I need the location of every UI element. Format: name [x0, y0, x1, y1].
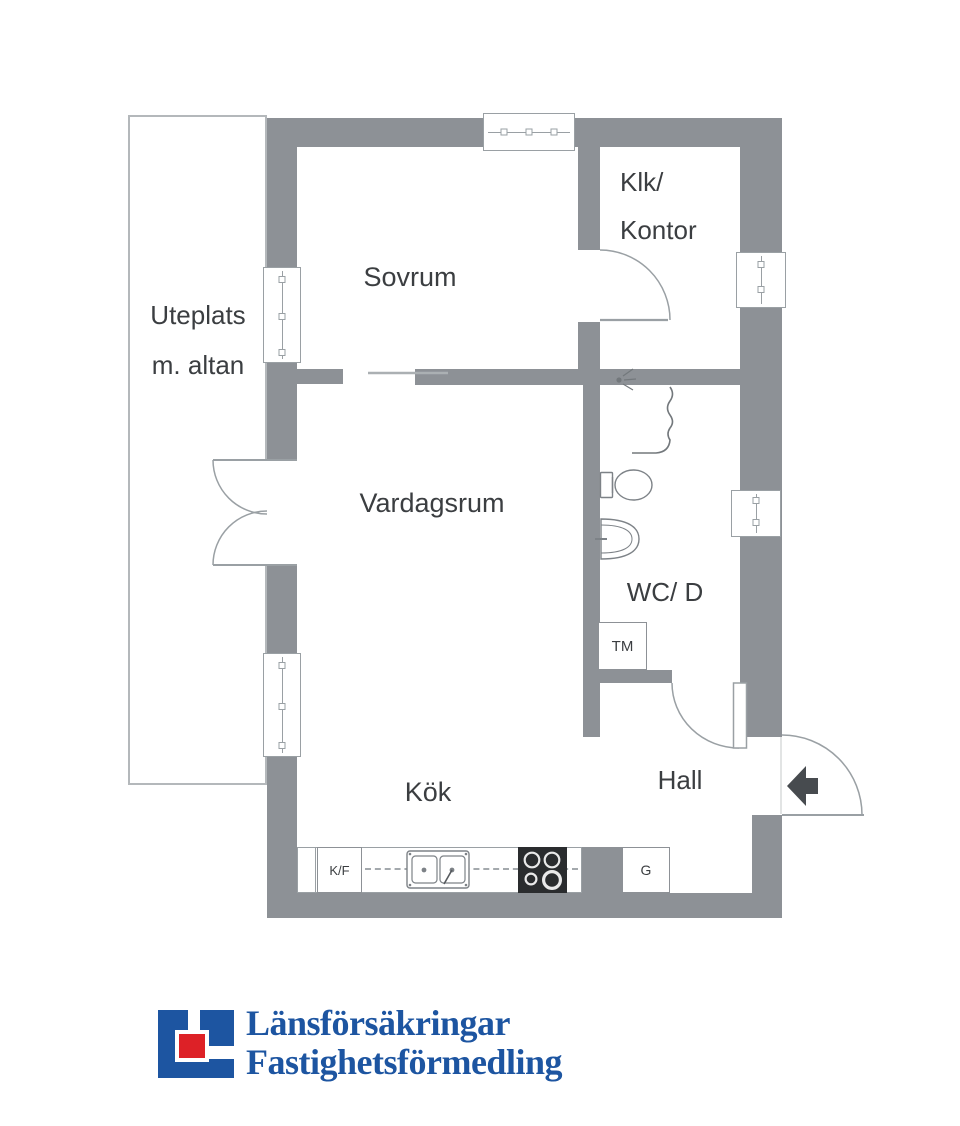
window-closet-right	[736, 252, 786, 308]
wall-right-upper	[740, 118, 782, 737]
room-label-kitchen: Kök	[404, 777, 452, 807]
window-tick	[278, 741, 286, 749]
patio-door-opening	[264, 460, 300, 565]
room-label-closet-office: Klk/ Kontor	[620, 158, 697, 254]
door-swing-arc	[599, 249, 671, 321]
window-tick	[500, 128, 508, 136]
room-label-bathroom: WC/ D	[626, 577, 704, 607]
brand-line1: Länsförsäkringar	[246, 1003, 511, 1043]
room-label-hall: Hall	[657, 765, 703, 795]
room-label-patio-line1: Uteplats	[150, 300, 246, 330]
room-label-patio-line2: m. altan	[151, 350, 245, 380]
room-label-closet-office-line2: Kontor	[620, 215, 697, 245]
brand-line2: Fastighetsförmedling	[246, 1042, 562, 1082]
window-patio-upper	[263, 267, 301, 363]
counter-divider	[315, 847, 316, 893]
wall-kitchen-stub	[582, 847, 622, 893]
wall-living-bathroom	[583, 385, 600, 737]
window-tick	[278, 662, 286, 670]
entrance-left-arrow-icon	[787, 766, 818, 806]
window-bathroom-right	[731, 490, 781, 537]
window-bedroom-top	[483, 113, 575, 151]
window-tick	[757, 260, 765, 268]
window-tick	[278, 702, 286, 710]
window-tick	[525, 128, 533, 136]
fridge-freezer-label: K/F	[329, 862, 350, 878]
room-label-closet-office-line1: Klk/	[620, 167, 664, 197]
brand-wordmark: Länsförsäkringar Fastighetsförmedling	[246, 1004, 562, 1082]
fridge-freezer-box: K/F	[317, 847, 362, 893]
wardrobe-box: G	[622, 847, 670, 893]
door-swing-arc	[671, 682, 740, 749]
wall-bathroom-hall	[598, 670, 672, 683]
lansforsakringar-logo-icon	[158, 1010, 234, 1078]
window-patio-lower	[263, 653, 301, 757]
room-label-bedroom: Sovrum	[363, 262, 457, 292]
washing-machine-box: TM	[598, 622, 647, 670]
wall-bedroom-closet-lower	[578, 322, 600, 372]
toilet-icon	[599, 469, 653, 501]
stove-burners-svg	[523, 851, 562, 890]
patio-outline	[128, 115, 267, 785]
window-tick	[757, 286, 765, 294]
room-label-living-room: Vardagsrum	[359, 488, 505, 518]
wardrobe-label: G	[640, 862, 652, 878]
window-tick	[278, 313, 286, 321]
wall-bottom	[267, 893, 782, 918]
wall-bedroom-closet-upper	[578, 147, 600, 250]
window-tick	[550, 128, 558, 136]
door-swing-arc	[781, 734, 863, 816]
stove-burners-icon	[518, 847, 567, 893]
room-label-patio: Uteplats m. altan	[124, 290, 272, 390]
washbasin-icon	[595, 518, 640, 560]
window-tick	[752, 518, 760, 526]
window-tick	[278, 275, 286, 283]
window-tick	[278, 348, 286, 356]
counter-dashed-line	[365, 868, 578, 870]
window-sash	[761, 256, 762, 304]
wall-bedroom-living-main	[415, 369, 740, 385]
window-sash	[756, 494, 757, 533]
window-tick	[752, 497, 760, 505]
wall-bedroom-living-stub	[297, 369, 343, 384]
logo-red-square	[179, 1034, 205, 1058]
washing-machine-label: TM	[611, 637, 634, 655]
